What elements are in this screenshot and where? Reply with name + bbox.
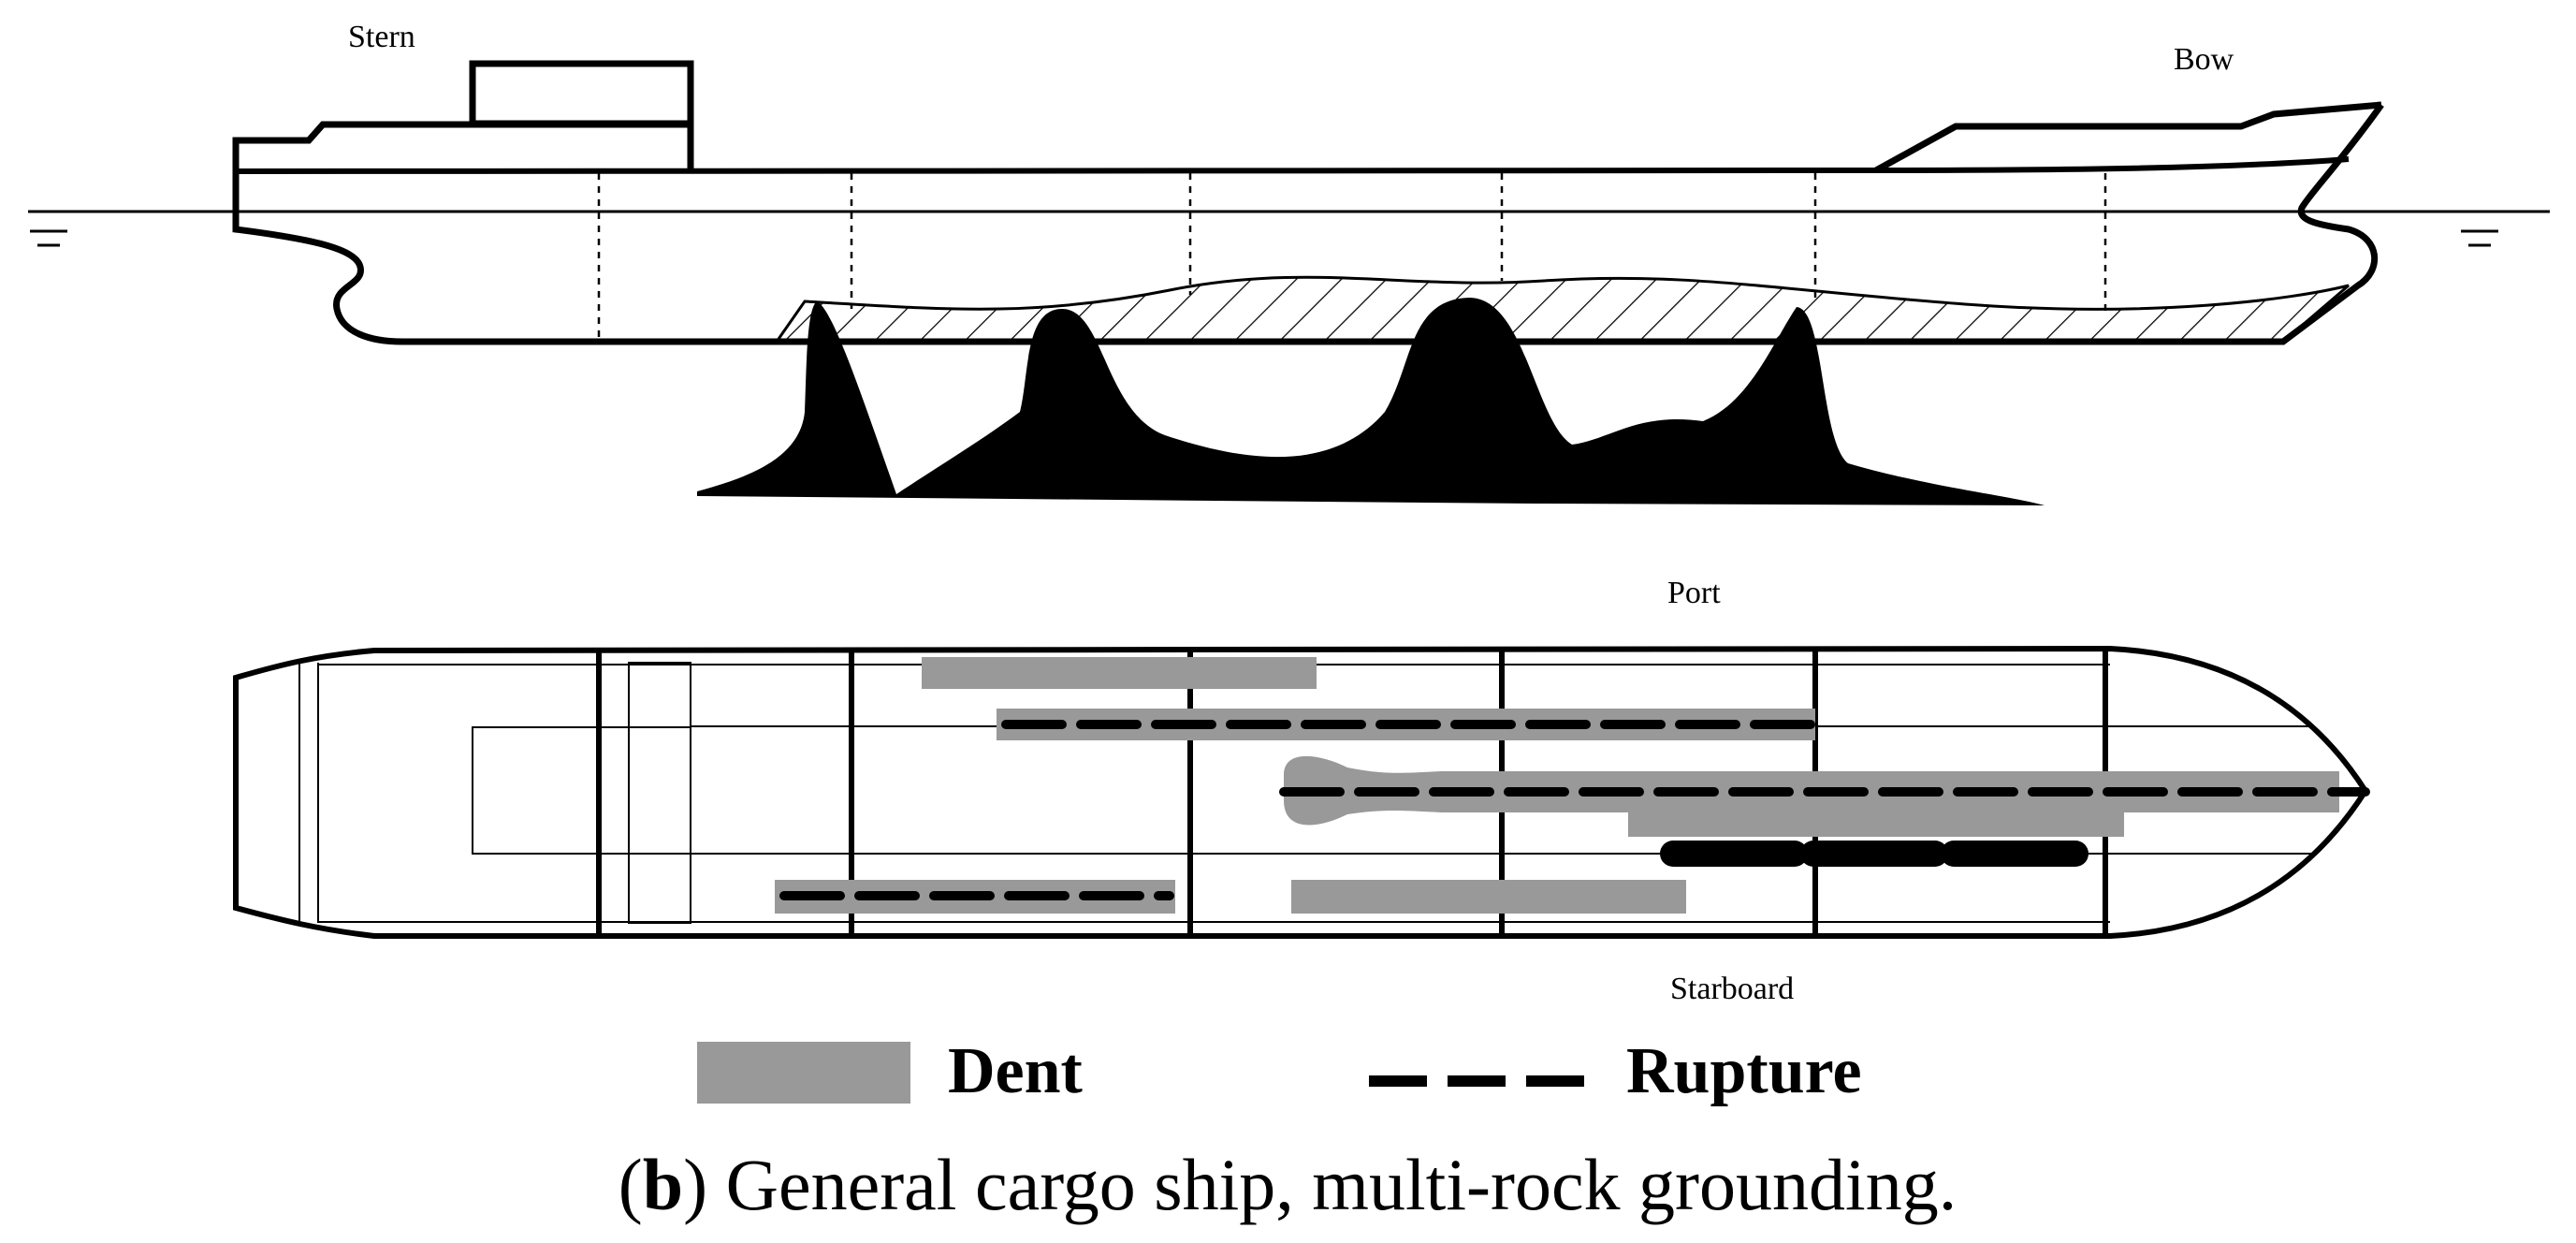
port-label: Port bbox=[1667, 576, 1721, 610]
legend-dent-label: Dent bbox=[948, 1035, 1083, 1107]
engine-room bbox=[298, 662, 691, 924]
legend: Dent Rupture bbox=[697, 1035, 1862, 1107]
forecastle bbox=[1874, 101, 2382, 174]
dent-mark bbox=[1628, 812, 2124, 837]
main-deck bbox=[235, 156, 2350, 174]
bow-label: Bow bbox=[2174, 42, 2234, 77]
legend-rupture-label: Rupture bbox=[1626, 1035, 1862, 1107]
figure-caption: (b) General cargo ship, multi-rock groun… bbox=[619, 1144, 1957, 1225]
water-level-symbol-left bbox=[30, 229, 67, 247]
stern-label: Stern bbox=[348, 20, 415, 54]
water-level-symbol-right bbox=[2461, 229, 2498, 247]
dent-mark bbox=[1291, 880, 1686, 914]
dents bbox=[775, 657, 2339, 914]
plan-view bbox=[233, 645, 2370, 939]
seabed-rocks bbox=[697, 298, 2045, 505]
bulkheads bbox=[597, 173, 2107, 340]
starboard-label: Starboard bbox=[1670, 972, 1794, 1006]
hull-profile bbox=[232, 102, 2384, 345]
deckhouse bbox=[232, 121, 694, 171]
dent-mark bbox=[922, 657, 1317, 689]
ruptures bbox=[779, 720, 2370, 900]
hull-damage-zone bbox=[774, 275, 2350, 344]
dent-swatch bbox=[697, 1042, 910, 1104]
deckhouse-top bbox=[469, 60, 694, 127]
side-view bbox=[28, 60, 2550, 505]
